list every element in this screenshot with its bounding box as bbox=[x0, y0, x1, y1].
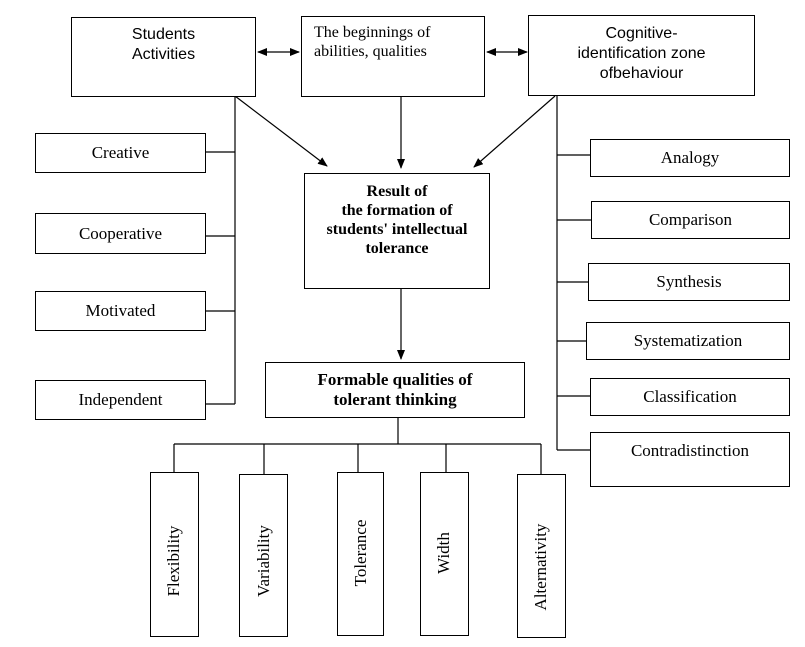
activity-independent-box: Independent bbox=[35, 380, 206, 420]
arrow-cognitive-result bbox=[473, 95, 556, 168]
operation-label: Analogy bbox=[660, 148, 720, 167]
quality-tolerance-box bbox=[337, 472, 384, 636]
activity-label: Independent bbox=[78, 390, 163, 409]
operation-label: Comparison bbox=[648, 210, 733, 229]
quality-flexibility-box bbox=[150, 472, 199, 637]
quality-label: Tolerance bbox=[351, 519, 370, 587]
result-label: Result of the formation of students' int… bbox=[326, 183, 468, 257]
quality-alternativity-box bbox=[517, 474, 566, 638]
activity-label: Creative bbox=[91, 143, 150, 162]
operation-contradistinction-box: Contradistinction bbox=[590, 432, 790, 487]
arrow-activities-result bbox=[234, 95, 328, 167]
operation-comparison-box: Comparison bbox=[591, 201, 790, 239]
cognitive-zone-box: Cognitive- identification zone ofbehavio… bbox=[528, 15, 755, 96]
operation-label: Synthesis bbox=[656, 272, 722, 291]
formable-qualities-label: Formable qualities of tolerant thinking bbox=[317, 370, 473, 409]
operation-label: Contradistinction bbox=[630, 441, 750, 460]
operation-label: Systematization bbox=[633, 331, 743, 350]
students-activities-box: Students Activities bbox=[71, 17, 256, 97]
formable-qualities-box: Formable qualities of tolerant thinking bbox=[265, 362, 525, 418]
quality-width-box bbox=[420, 472, 469, 636]
activity-cooperative-box: Cooperative bbox=[35, 213, 206, 254]
quality-variability-box bbox=[239, 474, 288, 637]
cognitive-zone-label: Cognitive- identification zone ofbehavio… bbox=[577, 24, 706, 82]
activity-label: Cooperative bbox=[78, 223, 163, 243]
quality-label: Flexibility bbox=[164, 525, 183, 597]
quality-label: Variability bbox=[254, 525, 273, 597]
beginnings-label: The beginnings of abilities, qualities bbox=[314, 24, 431, 60]
students-activities-label: Students Activities bbox=[131, 26, 196, 63]
operation-classification-box: Classification bbox=[590, 378, 790, 416]
beginnings-box: The beginnings of abilities, qualities bbox=[301, 16, 485, 97]
operation-systematization-box: Systematization bbox=[586, 322, 790, 360]
operation-label: Classification bbox=[643, 387, 737, 406]
operation-synthesis-box: Synthesis bbox=[588, 263, 790, 301]
quality-label: Alternativity bbox=[531, 523, 550, 611]
activity-label: Motivated bbox=[85, 301, 156, 320]
operation-analogy-box: Analogy bbox=[590, 139, 790, 177]
activity-motivated-box: Motivated bbox=[35, 291, 206, 331]
quality-label: Width bbox=[434, 532, 453, 574]
result-box: Result of the formation of students' int… bbox=[304, 173, 490, 289]
activity-creative-box: Creative bbox=[35, 133, 206, 173]
